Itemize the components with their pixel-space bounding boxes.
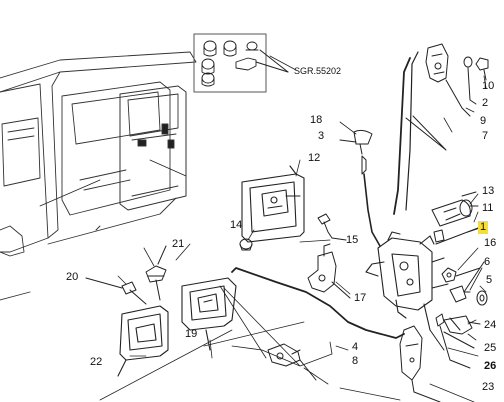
callout-16: 16 <box>484 237 497 249</box>
callout-14: 14 <box>230 219 243 231</box>
callout-24: 24 <box>484 319 497 331</box>
callout-9: 9 <box>480 115 487 127</box>
callout-21: 21 <box>172 238 185 250</box>
small-parts-right-drawing <box>441 261 488 306</box>
callout-2: 2 <box>482 97 489 109</box>
control-rods-drawing <box>393 51 419 215</box>
screw-20-clip-21-drawing <box>85 245 167 305</box>
screw-15-drawing <box>317 213 347 241</box>
callout-18: 18 <box>310 114 323 126</box>
main-lock-assembly-drawing <box>365 227 479 331</box>
callout-10: 10 <box>482 80 495 92</box>
lock-cylinder-set-drawing <box>193 33 289 93</box>
callout-26: 26 <box>484 360 497 372</box>
clip-8-drawing <box>267 343 317 381</box>
rod-3-drawing <box>339 129 381 247</box>
callout-12: 12 <box>308 152 321 164</box>
callout-13: 13 <box>482 185 495 197</box>
callout-4: 4 <box>352 341 359 353</box>
rod-guide-lines <box>219 285 333 367</box>
callout-11: 11 <box>482 202 494 214</box>
callout-22: 22 <box>90 356 103 368</box>
callout-25: 25 <box>484 342 497 354</box>
callout-5: 5 <box>486 274 493 286</box>
bracket-17-drawing <box>307 243 351 299</box>
callout-15: 15 <box>346 234 359 246</box>
handle-cover-22-drawing <box>117 305 169 377</box>
callout-23: 23 <box>482 381 495 393</box>
outer-handle-19-drawing <box>181 277 237 351</box>
reference-code-label: SGR.55202 <box>294 66 342 76</box>
callout-1: 1 <box>478 221 489 234</box>
callout-19: 19 <box>185 328 198 340</box>
rod-leader <box>405 115 447 151</box>
callout-6: 6 <box>484 256 491 268</box>
callout-20: 20 <box>66 271 79 283</box>
lock-cylinder-13-drawing <box>431 191 479 243</box>
cap-14-drawing <box>239 238 253 251</box>
upper-latch-drawing <box>425 43 471 117</box>
callout-7: 7 <box>482 130 489 142</box>
van-rear-body-drawing <box>0 51 197 301</box>
inner-handle-frame-drawing <box>241 165 305 243</box>
callout-3: 3 <box>318 130 325 142</box>
callout-8: 8 <box>352 355 359 367</box>
lower-right-parts-drawing <box>399 313 481 402</box>
leader-lines <box>39 55 487 402</box>
washer-nut-drawing <box>463 56 489 105</box>
callout-17: 17 <box>354 292 367 304</box>
long-rod-4 <box>231 267 405 339</box>
